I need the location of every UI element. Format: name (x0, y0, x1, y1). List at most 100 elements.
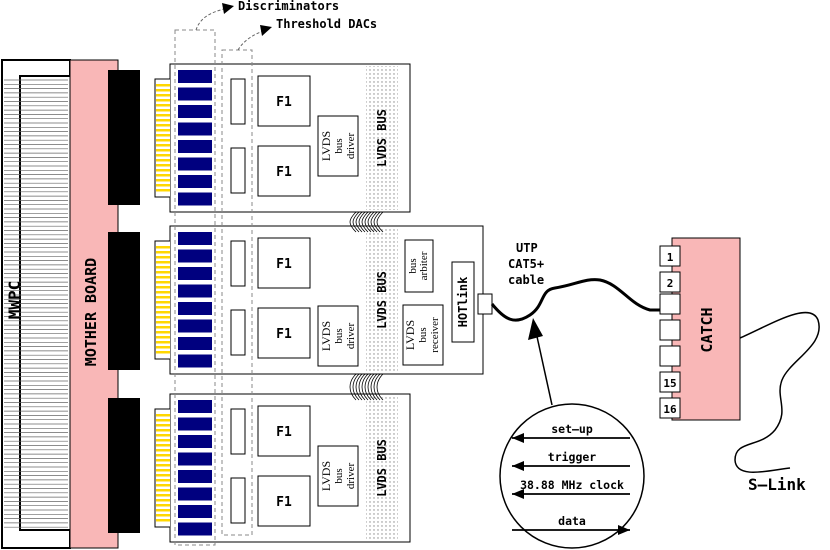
bus-receiver-l3: receiver (429, 317, 441, 353)
edge-pin (156, 94, 170, 97)
bus-arbiter-box (404, 239, 434, 293)
edge-pin (156, 514, 170, 517)
lvds-bus-strip (366, 66, 398, 210)
lvds-bus-label: LVDS BUS (375, 271, 389, 329)
signal-arrowhead (512, 433, 524, 443)
edge-pin (156, 251, 170, 254)
f1-label: F1 (276, 495, 292, 510)
edge-pin (156, 414, 170, 417)
catch-port (659, 397, 681, 419)
bus-flex-connector-1 (349, 211, 384, 233)
mwpc-wires (4, 79, 68, 528)
discriminator-chip (178, 302, 212, 315)
edge-pin (156, 99, 170, 102)
discriminator-chip (178, 337, 212, 350)
edge-pin (156, 519, 170, 522)
driver-l3: driver (345, 323, 357, 350)
edge-pin (156, 134, 170, 137)
cable-jack (477, 293, 493, 315)
catch-port-label: 16 (663, 403, 677, 416)
edge-pin (156, 271, 170, 274)
discriminator-chip (178, 87, 212, 101)
signal-label: set–up (551, 422, 593, 436)
discriminator-chip (178, 505, 212, 518)
edge-pin (156, 424, 170, 427)
edge-pin (156, 419, 170, 422)
signal-label: 38.88 MHz clock (520, 478, 624, 492)
edge-pin (156, 321, 170, 324)
discriminator-chip (178, 522, 212, 536)
f1-label: F1 (276, 95, 292, 110)
catch-port-label: 15 (663, 377, 676, 390)
discriminators-callout: Discriminators (195, 0, 339, 31)
discriminators-region (174, 29, 216, 546)
slink-label: S–Link (748, 475, 806, 494)
edge-pin (156, 494, 170, 497)
edge-pin (156, 474, 170, 477)
edge-pin (156, 449, 170, 452)
signal-label: trigger (548, 450, 597, 464)
lvds-bus-driver (317, 115, 359, 177)
lvds-bus-label: LVDS BUS (375, 439, 389, 497)
discriminator-chip (178, 105, 212, 118)
discriminator-chip (178, 192, 212, 206)
edge-pin (156, 504, 170, 507)
edge-pin (156, 261, 170, 264)
lvds-bus-label: LVDS BUS (375, 109, 389, 167)
edge-pin (156, 341, 170, 344)
threshold-dacs-region (221, 49, 253, 536)
edge-pin (156, 326, 170, 329)
edge-pin (156, 331, 170, 334)
lvds-bus-driver (317, 445, 359, 507)
bus-flex-connector-2 (349, 373, 384, 401)
threshold-dacs-callout: Threshold DACs (237, 17, 377, 51)
discriminator-chip (178, 435, 212, 448)
lvds-bus-driver (317, 305, 359, 367)
discriminator-chip (178, 232, 212, 245)
f1-label: F1 (276, 425, 292, 440)
edge-pin (156, 139, 170, 142)
driver-l1: LVDS (319, 461, 333, 491)
f1-chip (257, 145, 311, 197)
threshold-dac (230, 408, 246, 455)
edge-pin (156, 346, 170, 349)
threshold-dac (230, 477, 246, 524)
cable-label-l2: CAT5+ (508, 257, 544, 271)
discriminators-label: Discriminators (238, 0, 339, 13)
hotlink-box (451, 261, 475, 343)
edge-pin (156, 89, 170, 92)
catch-port (659, 345, 681, 367)
mwpc-chamber: MWPC (1, 59, 71, 549)
edge-pin (156, 129, 170, 132)
discriminator-chip (178, 452, 212, 466)
edge-pin (156, 306, 170, 309)
edge-pin (156, 174, 170, 177)
edge-pin (156, 109, 170, 112)
catch-port (659, 271, 681, 293)
discriminator-chip (178, 470, 212, 483)
discriminator-chip (178, 175, 212, 188)
driver-l2: bus (333, 468, 345, 483)
edge-pin (156, 149, 170, 152)
discriminator-chip (178, 122, 212, 136)
f1-chip (257, 75, 311, 127)
discriminator-chip (178, 354, 212, 368)
edge-pin (156, 311, 170, 314)
connector-1 (108, 70, 140, 205)
edge-pin (156, 469, 170, 472)
edge-pin (156, 84, 170, 87)
driver-l2: bus (333, 328, 345, 343)
edge-pin (156, 464, 170, 467)
edge-pin (156, 124, 170, 127)
f1-chip (257, 475, 311, 527)
cable-label-l3: cable (508, 273, 544, 287)
zoom-arrowhead (528, 318, 543, 340)
catch-port (659, 319, 681, 341)
edge-pin (156, 266, 170, 269)
threshold-dac (230, 240, 246, 287)
catch-port (659, 371, 681, 393)
driver-l1: LVDS (319, 131, 333, 161)
